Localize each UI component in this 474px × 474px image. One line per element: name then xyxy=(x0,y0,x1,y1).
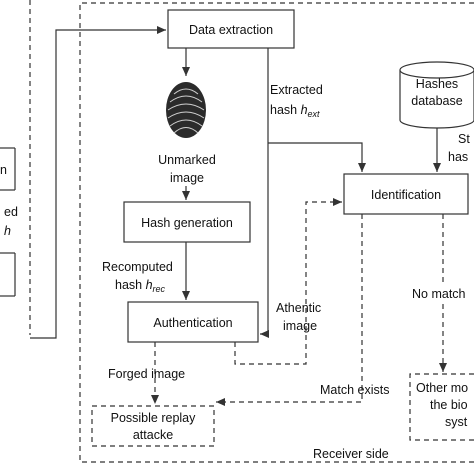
fingerprint-image xyxy=(166,82,206,138)
arrow-athentic-to-identification xyxy=(234,198,342,365)
identification-label: Identification xyxy=(371,188,441,202)
match-exists-label: Match exists xyxy=(320,383,389,397)
receiver-side-label: Receiver side xyxy=(313,447,389,461)
authentication-label: Authentication xyxy=(153,316,232,330)
left-fragment-3: h xyxy=(4,224,11,238)
left-region: n ed h xyxy=(0,0,31,335)
other-modules-label-line1: Other mo xyxy=(416,381,468,395)
other-modules-label-line2: the bio xyxy=(430,398,468,412)
extracted-hash-label-line1: Extracted xyxy=(270,83,323,97)
arrow-extracted-hash-to-authentication xyxy=(260,48,269,338)
data-extraction-box xyxy=(167,9,295,49)
recomputed-hash-label-line1: Recomputed xyxy=(102,260,173,274)
unmarked-image-label-line1: Unmarked xyxy=(158,153,216,167)
unmarked-image-label-line2: image xyxy=(170,171,204,185)
other-modules-label-line3: syst xyxy=(445,415,468,429)
data-extraction-label: Data extraction xyxy=(189,23,273,37)
hash-generation-box xyxy=(123,201,251,243)
left-fragment-1: n xyxy=(0,163,7,177)
extracted-hash-label-line2: hash hext xyxy=(270,103,320,119)
possible-replay-label-line1: Possible replay xyxy=(111,411,197,425)
athentic-image-label-line2: image xyxy=(283,319,317,333)
hashes-db-label-line1: Hashes xyxy=(416,77,458,91)
stored-hash-label-line1: St xyxy=(458,132,470,146)
recomputed-hash-label-line2: hash hrec xyxy=(115,278,166,294)
authentication-box xyxy=(127,301,259,343)
left-fragment-2: ed xyxy=(4,205,18,219)
input-arrow-to-data-extraction xyxy=(30,26,166,339)
no-match-label: No match xyxy=(412,287,466,301)
hashes-database: Hashes database xyxy=(399,61,474,129)
hash-generation-label: Hash generation xyxy=(141,216,233,230)
stored-hash-label-line2: has xyxy=(448,150,468,164)
other-modules-box xyxy=(409,373,474,441)
possible-replay-label-line2: attacke xyxy=(133,428,173,442)
possible-replay-box xyxy=(91,405,215,447)
no-match-label-bg xyxy=(408,284,474,302)
hashes-db-label-line2: database xyxy=(411,94,462,108)
arrow-extracted-hash-to-identification xyxy=(268,142,366,172)
identification-box xyxy=(343,173,469,215)
forged-image-label: Forged image xyxy=(108,367,185,381)
athentic-image-label-line1: Athentic xyxy=(276,301,321,315)
receiver-side-container xyxy=(79,2,474,463)
